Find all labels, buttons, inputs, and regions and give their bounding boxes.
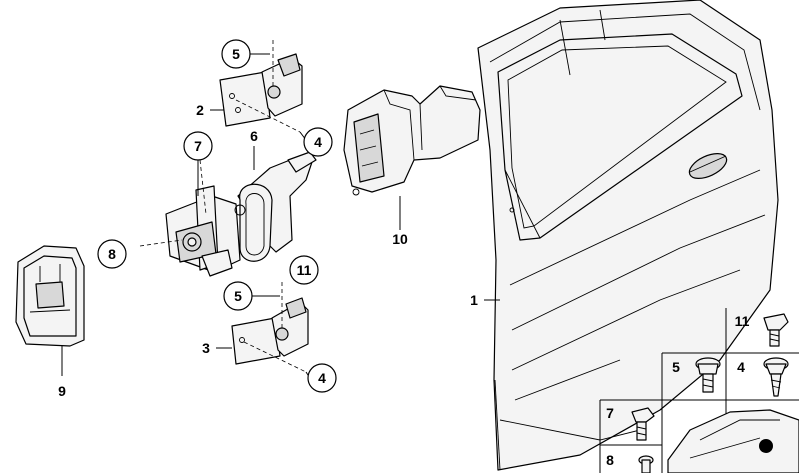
callout-8: 8 [108,246,116,262]
latch-housing [343,85,481,196]
door-check-strap [139,151,317,277]
callout-10: 10 [392,231,408,247]
callout-11: 11 [297,262,312,278]
bolt-7-icon [631,407,655,441]
grid-label-5: 5 [672,359,680,375]
callout-7-circle [183,131,213,161]
callout-4-bottom: 4 [318,370,326,386]
callout-5-top: 5 [232,46,240,62]
grid-label-11: 11 [735,313,750,329]
screw-11-icon [763,313,789,347]
lower-hinge [231,282,309,373]
callout-4-bottom-circle [307,363,337,393]
callout-11-circle [289,255,319,285]
callout-3: 3 [202,340,210,356]
grid-label-7: 7 [606,405,614,421]
bolt-5-icon [695,357,721,393]
grid-label-8: 8 [606,452,614,468]
callout-8-circle [97,239,127,269]
protective-cap [15,245,85,347]
callout-4-top-circle [303,127,333,157]
screw-4-icon [763,357,789,397]
upper-hinge [219,40,303,133]
callout-6: 6 [250,128,258,144]
car-location-icon [667,409,799,473]
callout-2: 2 [196,102,204,118]
leader-lines [61,53,500,379]
grid-label-4: 4 [737,359,745,375]
callout-1: 1 [470,292,478,308]
callout-5-bottom-circle [223,281,253,311]
callout-4-top: 4 [314,134,322,150]
callout-7: 7 [194,138,202,154]
callout-5-bottom: 5 [234,288,242,304]
fastener-grid: 11 5 4 7 8 [599,308,799,473]
callout-5-top-circle [221,39,251,69]
pin-8-icon [638,455,654,473]
callout-9: 9 [58,383,66,399]
